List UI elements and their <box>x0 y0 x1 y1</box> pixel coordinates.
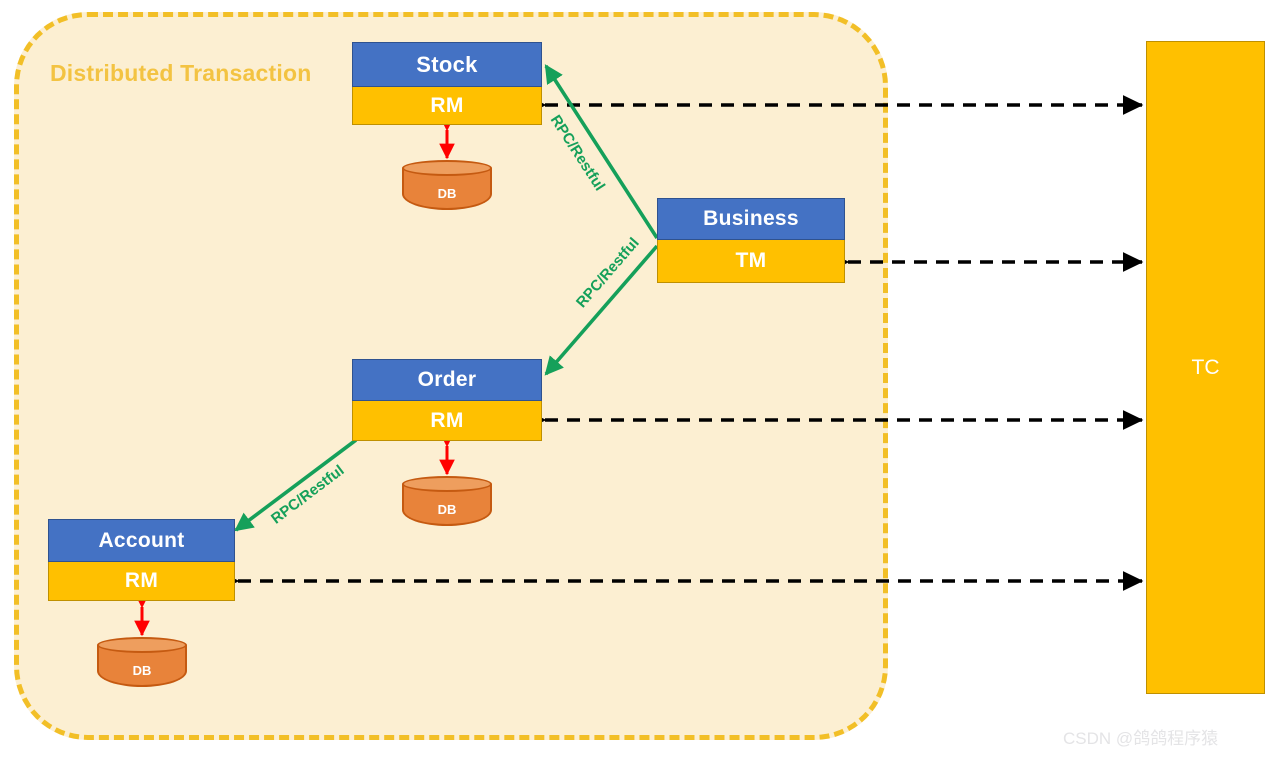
database-order[interactable]: DB <box>402 476 492 528</box>
transaction-coordinator[interactable]: TC <box>1146 41 1265 694</box>
cylinder-body-icon <box>402 168 492 210</box>
node-business-title: Business <box>657 198 845 240</box>
node-stock-role: RM <box>352 87 542 125</box>
node-account-title: Account <box>48 519 235 562</box>
node-account-role: RM <box>48 562 235 601</box>
node-stock-title: Stock <box>352 42 542 87</box>
database-order-label: DB <box>437 501 457 517</box>
database-stock[interactable]: DB <box>402 160 492 212</box>
watermark: CSDN @鸽鸽程序猿 <box>1063 729 1219 748</box>
node-stock[interactable]: Stock RM <box>352 42 542 125</box>
database-account-label: DB <box>132 662 152 678</box>
database-stock-label: DB <box>437 185 457 201</box>
node-order[interactable]: Order RM <box>352 359 542 441</box>
cylinder-top-icon <box>402 476 492 492</box>
cylinder-top-icon <box>402 160 492 176</box>
node-account[interactable]: Account RM <box>48 519 235 601</box>
distributed-transaction-title: Distributed Transaction <box>50 60 312 86</box>
node-business[interactable]: Business TM <box>657 198 845 283</box>
database-account[interactable]: DB <box>97 637 187 689</box>
node-business-role: TM <box>657 240 845 283</box>
node-order-title: Order <box>352 359 542 401</box>
cylinder-body-icon <box>97 645 187 687</box>
node-order-role: RM <box>352 401 542 441</box>
cylinder-top-icon <box>97 637 187 653</box>
